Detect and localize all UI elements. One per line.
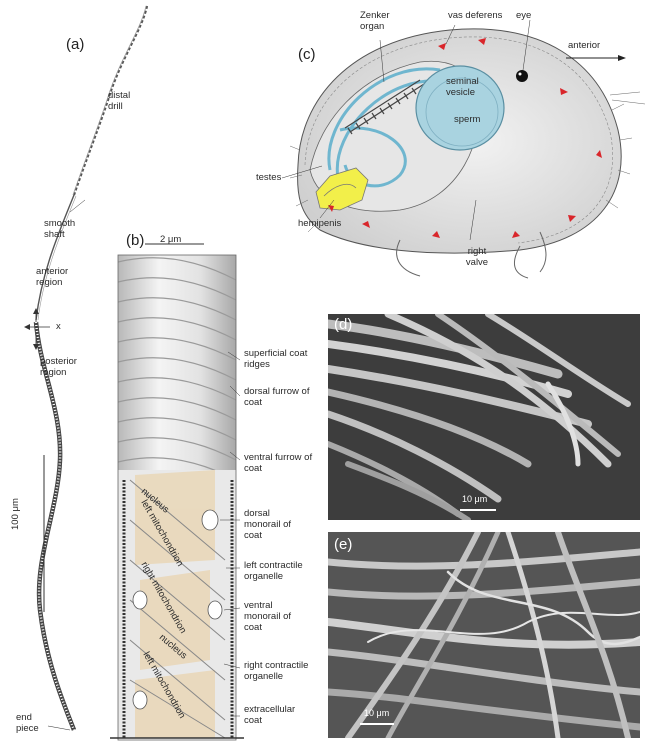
- smooth-shaft: [35, 194, 75, 321]
- callout-extracellular-coat: extracellular coat: [244, 704, 296, 726]
- callout-right-contractile: right contractile organelle: [244, 660, 309, 682]
- label-hemipenis: hemipenis: [298, 218, 342, 229]
- callout-superficial-coat-ridges: superficial coat ridges: [244, 348, 308, 370]
- panel-e-scale-label: 10 μm: [364, 708, 390, 718]
- callout-dorsal-furrow: dorsal furrow of coat: [244, 386, 310, 408]
- label-distal-drill: distal drill: [108, 90, 131, 112]
- panel-b-letter: (b): [126, 232, 145, 249]
- label-vas-deferens: vas deferens: [448, 10, 503, 21]
- callout-ventral-monorail: ventral monorail of coat: [244, 600, 291, 633]
- label-eye: eye: [516, 10, 532, 21]
- label-end-piece: end piece: [16, 712, 39, 734]
- panel-d-fibers: [328, 314, 640, 520]
- panel-d-scale-label: 10 μm: [462, 494, 488, 504]
- hemipenis: [315, 167, 369, 211]
- zenker-organ: [344, 79, 425, 135]
- label-right-valve: right valve: [465, 246, 489, 268]
- callout-ventral-furrow: ventral furrow of coat: [244, 452, 313, 474]
- panel-e-sem-photo: (e) 10 μm: [328, 532, 640, 738]
- label-x-marker: x: [56, 321, 61, 332]
- label-anterior-region: anterior region: [36, 266, 69, 288]
- panel-d-letter: (d): [334, 316, 353, 333]
- panel-e-letter: (e): [334, 536, 353, 553]
- label-smooth-shaft: smooth shaft: [44, 218, 76, 240]
- label-seminal-vesicle: seminal vesicle: [446, 76, 479, 98]
- label-sperm: sperm: [454, 114, 481, 125]
- panel-e-fibers: [328, 532, 640, 738]
- panel-d-sem-photo: (d) 10 μm: [328, 314, 640, 520]
- callout-dorsal-monorail: dorsal monorail of coat: [244, 508, 291, 541]
- label-zenker-organ: Zenker organ: [360, 10, 390, 32]
- panel-c-letter: (c): [298, 46, 316, 63]
- eye: [516, 70, 528, 82]
- panel-a-letter: (a): [66, 36, 85, 53]
- coat-outer: [118, 255, 236, 485]
- callout-left-contractile: left contractile organelle: [244, 560, 303, 582]
- label-posterior-region: posterior region: [40, 356, 77, 378]
- panel-b-scale-label: 2 μm: [160, 234, 182, 245]
- label-anterior: anterior: [568, 40, 601, 51]
- distal-drill: [72, 5, 149, 196]
- label-testes: testes: [256, 172, 282, 183]
